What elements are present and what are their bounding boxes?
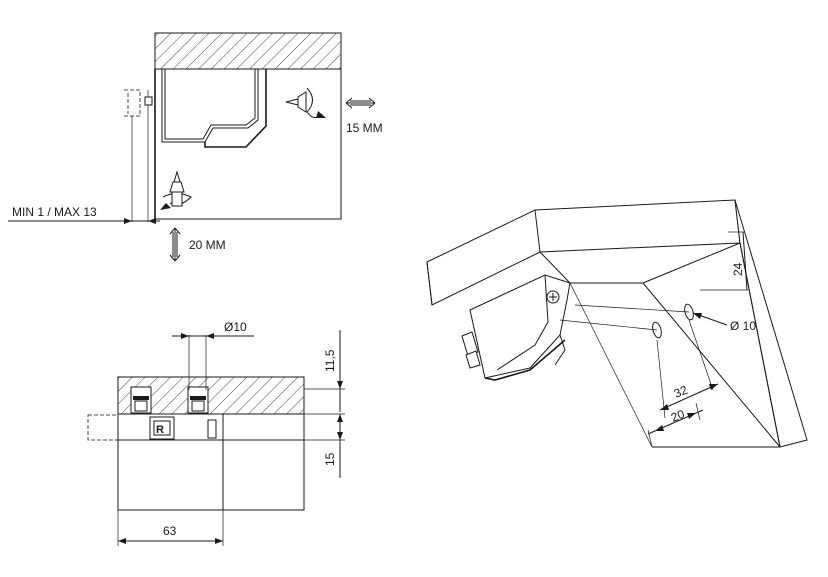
overlay-range-label: MIN 1 / MAX 13: [12, 205, 97, 219]
side-adjust-label: 15 MM: [346, 121, 383, 135]
hole-diameter-label: Ø10: [224, 320, 247, 334]
dim-15: 15: [304, 413, 345, 478]
double-arrow-horizontal-icon: [345, 97, 376, 109]
double-arrow-vertical-icon: [169, 227, 181, 262]
iso-dim-20: 20: [647, 402, 704, 448]
iso-hole-diameter: Ø 10: [692, 312, 756, 333]
top-view: MIN 1 / MAX 13 15 MM 2: [8, 32, 383, 262]
section-view: R Ø10 11,5 15: [87, 320, 345, 546]
dim-63: 63: [117, 510, 224, 546]
iso-hinge: [461, 274, 571, 381]
overlay-dimension: MIN 1 / MAX 13: [8, 205, 160, 224]
dim-11-5: 11,5: [304, 330, 345, 412]
isometric-view: 24 Ø 10 32 20: [426, 199, 808, 448]
iso-dim-32: 32: [656, 319, 719, 419]
screw-hole-right: [187, 386, 209, 414]
dim-63-label: 63: [163, 524, 177, 538]
slot: [207, 419, 217, 439]
dim-11-5-label: 11,5: [323, 349, 337, 372]
brand-logo-icon: R: [149, 416, 175, 440]
adjustment-screw-icon: [160, 170, 192, 210]
iso-dim-24: 24: [700, 231, 748, 291]
iso-top-panel: [426, 199, 741, 306]
svg-text:R: R: [156, 424, 164, 436]
adjustment-screw-icon: [285, 87, 326, 118]
iso-dim-20-label: 20: [669, 407, 687, 425]
dim-15-label: 15: [323, 452, 337, 466]
top-panel: [154, 32, 342, 70]
door-edge-dashed: [124, 89, 153, 222]
height-adjust-label: 20 MM: [189, 238, 226, 252]
iso-hole-diameter-label: Ø 10: [730, 319, 756, 333]
iso-dim-32-label: 32: [672, 383, 690, 401]
hole-diameter-dimension: Ø10: [172, 320, 254, 390]
iso-dim-24-label: 24: [731, 262, 745, 276]
hinge-profile: [161, 69, 267, 148]
screw-hole-left: [130, 386, 152, 414]
